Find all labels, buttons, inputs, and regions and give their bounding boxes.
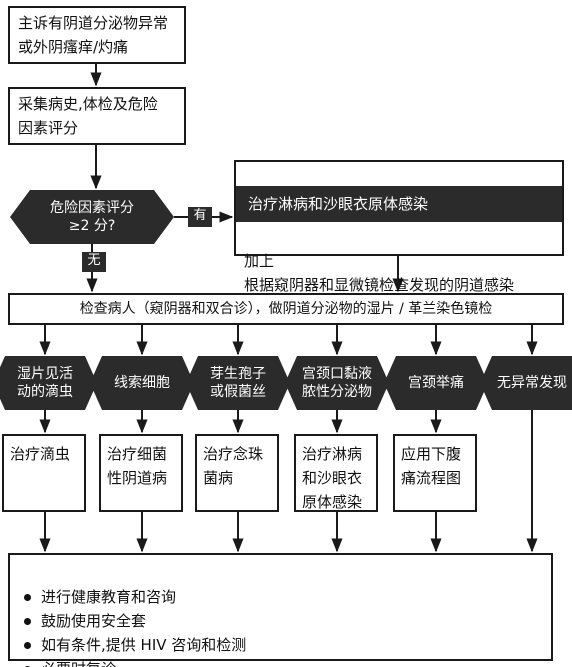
risk-decision: 危险因素评分 ≥2 分? [50,200,134,234]
treatment-1: 治疗滴虫 [2,434,86,512]
advice-item: 鼓励使用安全套 [24,609,537,633]
advice-item: 进行健康教育和咨询 [24,585,537,609]
treatment-4: 治疗淋病 和沙眼衣 原体感染 [294,434,378,512]
treatment-2: 治疗细菌 性阴道病 [99,434,183,512]
history-box: 采集病史,体检及危险 因素评分 [8,87,186,145]
advice-item: 如有条件,提供 HIV 咨询和检测 [24,633,537,657]
finding-hexagon-shape [285,356,389,410]
finding-hexagon-shape [384,356,488,410]
exam-box: 检查病人（窥阴器和双合诊），做阴道分泌物的湿片 / 革兰染色镜检 [8,293,564,325]
finding-5: 宫颈举痛 [408,375,464,391]
finding-hexagon-shape [0,356,97,410]
yes-label: 有 [188,207,212,227]
finding-hexagon-shape [480,356,572,410]
std-treatment-header: 治疗淋病和沙眼衣原体感染 [236,186,562,222]
finding-hexagon-shape [186,356,290,410]
finding-hexagon-shape [90,356,194,410]
bullet-icon [24,617,31,625]
std-treatment-box: 治疗淋病和沙眼衣原体感染 加上 根据窥阴器和显微镜检查发现的阴道感染 [234,160,564,294]
finding-6: 无异常发现 [497,375,567,391]
bullet-icon [24,665,31,667]
advice-text: 进行健康教育和咨询 [41,588,177,606]
treatment-5: 应用下腹 痛流程图 [393,434,477,512]
finding-4: 宫颈口黏液 脓性分泌物 [302,366,372,400]
finding-3: 芽生孢子 或假菌丝 [210,366,266,400]
bullet-icon [24,641,31,649]
bullet-icon [24,593,31,601]
advice-text: 必要时复诊 [41,657,116,667]
no-label: 无 [82,252,106,272]
advice-item: 必要时复诊 [24,657,537,667]
std-treatment-body: 加上 根据窥阴器和显微镜检查发现的阴道感染 [244,252,515,294]
advice-text: 如有条件,提供 HIV 咨询和检测 [41,636,247,654]
treatment-3: 治疗念珠 菌病 [195,434,279,512]
advice-text: 鼓励使用安全套 [41,612,147,630]
risk-hexagon-shape [10,190,174,244]
finding-2: 线索细胞 [114,375,170,391]
start-box: 主诉有阴道分泌物异常 或外阴瘙痒/灼痛 [8,6,186,64]
finding-1: 湿片见活 动的滴虫 [17,366,73,400]
